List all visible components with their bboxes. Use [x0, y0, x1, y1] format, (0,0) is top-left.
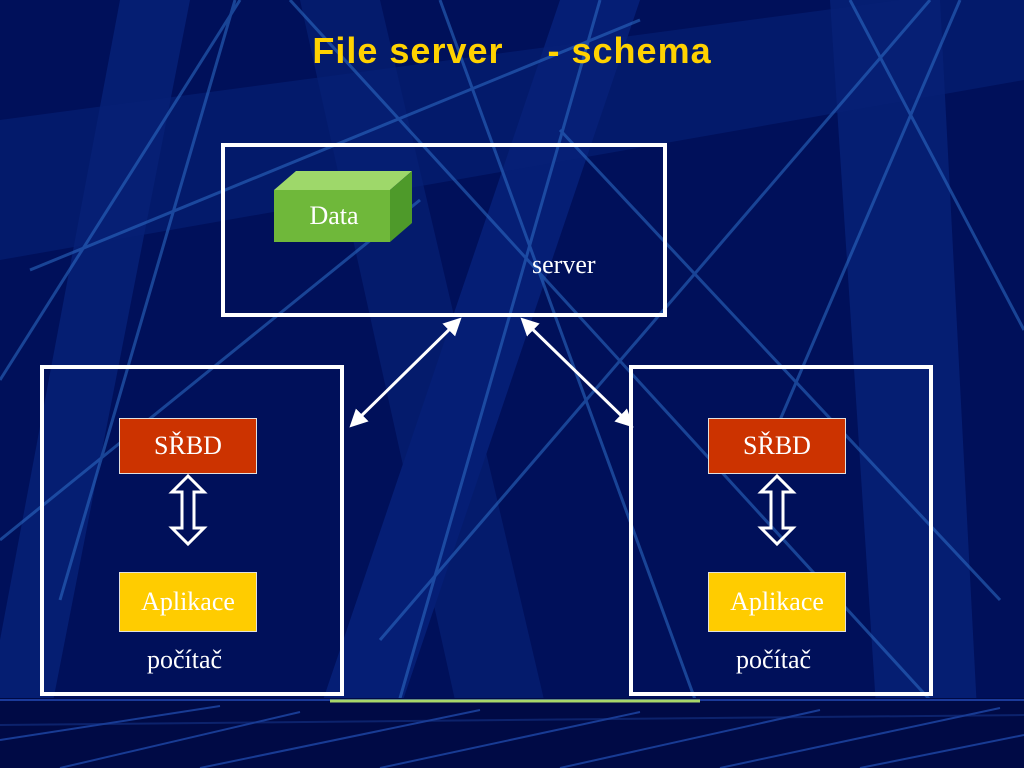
- dbms-box-left: SŘBD: [119, 418, 257, 474]
- dbms-box-right: SŘBD: [708, 418, 846, 474]
- data-label: Data: [309, 201, 359, 230]
- client-box-right: [629, 365, 933, 696]
- client-box-left: [40, 365, 344, 696]
- server-label: server: [532, 250, 596, 279]
- dbms-label-left: SŘBD: [154, 431, 222, 460]
- computer-label-right: počítač: [736, 645, 812, 674]
- app-box-left: Aplikace: [119, 572, 257, 632]
- server-box: [221, 143, 667, 317]
- app-label-right: Aplikace: [730, 587, 824, 616]
- slide-title: File server - schema: [312, 30, 712, 71]
- computer-label-left: počítač: [147, 645, 223, 674]
- app-box-right: Aplikace: [708, 572, 846, 632]
- dbms-label-right: SŘBD: [743, 431, 811, 460]
- app-label-left: Aplikace: [141, 587, 235, 616]
- data-cube: [274, 171, 412, 242]
